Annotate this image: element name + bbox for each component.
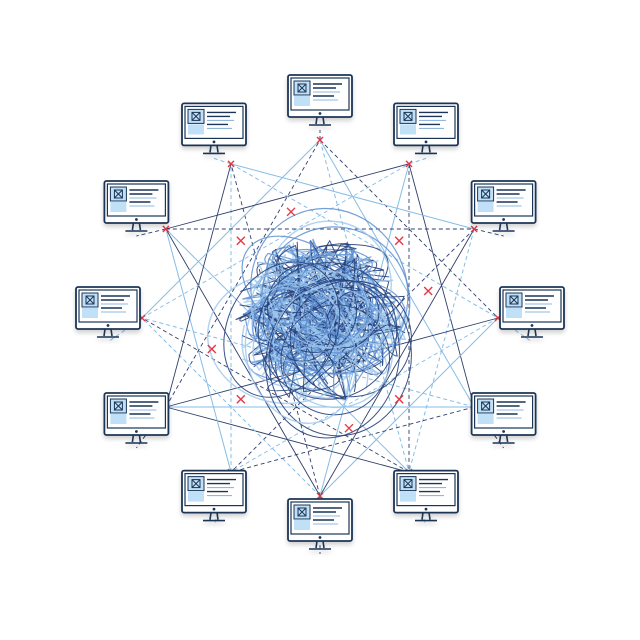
monitor-stand [125,222,148,232]
image-placeholder-icon [477,186,495,212]
image-placeholder-icon [505,292,523,318]
monitor-stand [309,540,331,550]
image-placeholder-icon [293,80,311,106]
image-placeholder-icon [81,292,99,318]
image-placeholder-icon [109,398,127,424]
tangle-ring [241,235,374,354]
tangle-ring [250,261,338,351]
tangle-ring [266,263,358,353]
tangle-ring [272,286,394,409]
desktop-monitor-icon [499,286,565,338]
red-x-mark-icon [207,344,217,354]
tangle-ring [244,283,357,425]
monitor-stand [415,512,437,522]
image-placeholder-icon [477,398,495,424]
tangle-ring [289,280,412,398]
connection-line [165,139,321,408]
monitor-stand [203,512,225,522]
desktop-monitor-icon [181,469,247,522]
tangle-ring [290,270,369,349]
desktop-monitor-icon [181,102,247,155]
connection-line [319,228,475,497]
desktop-monitor-icon [103,180,170,232]
connection-line [165,228,321,497]
tangle-ring [207,274,359,405]
red-x-mark-icon [470,225,478,233]
red-x-mark-icon [316,136,324,144]
red-x-mark-icon [344,423,354,433]
tangle-loop [279,240,365,379]
desktop-monitor-icon [470,392,537,444]
tangle-loop [239,287,391,386]
desktop-monitor-icon [287,498,353,550]
tangle-ring [295,322,340,357]
red-x-mark-icon [405,160,413,168]
node-link-line [474,228,504,237]
desktop-monitor-icon [287,74,353,126]
desktop-monitor-icon [75,286,141,338]
desktop-monitor-icon [103,392,170,444]
tangled-hub [207,207,412,439]
connection-line [141,317,410,473]
tangle-ring [268,279,412,437]
red-x-mark-icon [236,394,246,404]
red-x-mark-icon [227,160,235,168]
red-x-mark-icon [423,286,433,296]
red-x-mark-icon [286,207,296,217]
tangle-loop [266,246,354,400]
connection-line [141,163,410,319]
desktop-monitor-icon [470,180,537,232]
connection-line [319,139,475,408]
red-x-mark-icon [394,236,404,246]
image-placeholder-icon [399,108,417,135]
image-placeholder-icon [109,186,127,212]
image-placeholder-icon [293,504,311,530]
tangle-ring [297,295,328,340]
image-placeholder-icon [187,108,205,135]
node-link-line [213,157,232,165]
monitor-stand [492,222,515,232]
desktop-monitor-icon [393,469,459,522]
connection-line [230,163,499,319]
tangle-ring [299,332,355,367]
monitor-stand [97,328,119,338]
image-placeholder-icon [399,476,417,502]
red-x-mark-icon [394,394,404,404]
connection-line [230,163,475,230]
monitor-stand [492,434,515,444]
image-placeholder-icon [187,476,205,502]
monitor-stand [309,116,331,126]
tangle-ring [223,261,341,398]
red-x-mark-icon [162,225,170,233]
monitor-stand [203,145,225,155]
desktop-monitor-icon [393,102,459,155]
tangle-ring [257,262,398,400]
monitor-stand [415,145,437,155]
red-x-mark-icon [236,236,246,246]
computer-nodes [75,74,565,550]
red-x-mark-icon [316,492,324,500]
node-link-line [408,157,427,165]
node-link-line [136,228,166,237]
monitor-stand [125,434,148,444]
monitor-stand [521,328,543,338]
tangle-loop [242,241,356,344]
